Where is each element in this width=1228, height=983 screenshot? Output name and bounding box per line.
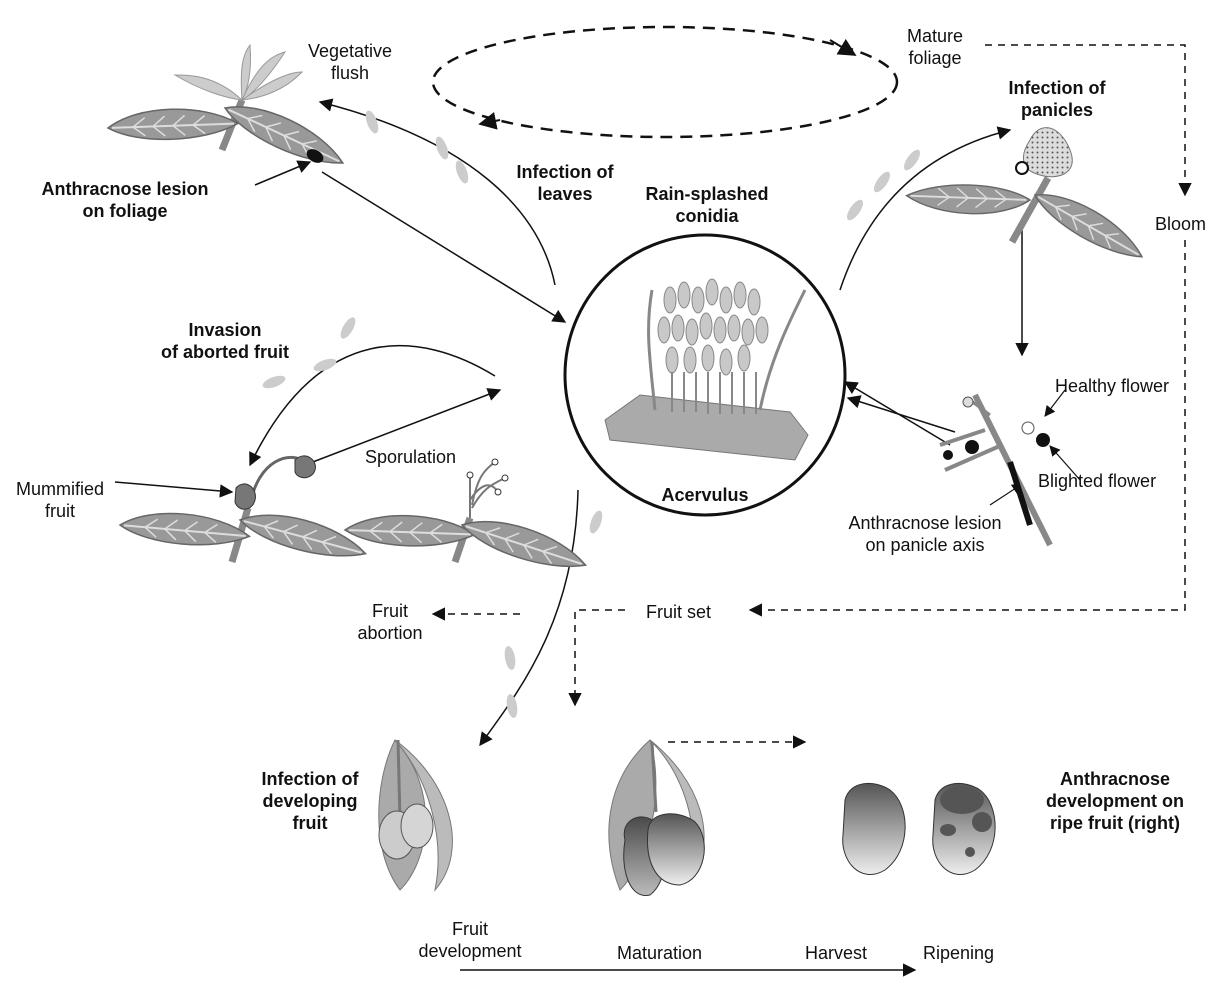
ripening-label: Ripening: [923, 942, 994, 964]
invasion-of-aborted-fruit-label: Invasion of aborted fruit: [145, 319, 305, 363]
diseased-ripe-fruit-icon: [933, 783, 995, 874]
fruit-set-label: Fruit set: [646, 601, 711, 623]
ripe-fruit-development-label: Anthracnose development on ripe fruit (r…: [1025, 768, 1205, 834]
rain-splashed-conidia-label: Rain-splashed conidia: [617, 183, 797, 227]
sporulation-label: Sporulation: [365, 446, 456, 468]
lesion-on-panicle-axis-label: Anthracnose lesion on panicle axis: [825, 512, 1025, 556]
developing-fruit-icon: [379, 740, 453, 890]
healthy-flower-label: Healthy flower: [1055, 375, 1169, 397]
infection-of-developing-fruit-label: Infection of developing fruit: [240, 768, 380, 834]
dashed-cycle-ellipse: [433, 27, 897, 137]
ripe-fruit-icon: [843, 783, 905, 874]
maturing-fruit-icon: [609, 740, 704, 896]
mummified-fruit-shoot-icon: [119, 456, 370, 567]
dashed-path-to-fruit: [575, 610, 625, 705]
infection-of-panicles-label: Infection of panicles: [992, 77, 1122, 121]
fruit-abortion-label: Fruit abortion: [345, 600, 435, 644]
bloom-label: Bloom: [1155, 213, 1206, 235]
vegetative-flush-label: Vegetative flush: [295, 40, 405, 84]
mature-foliage-label: Mature foliage: [890, 25, 980, 69]
acervulus-circle: [565, 235, 845, 515]
mummified-fruit-label: Mummified fruit: [5, 478, 115, 522]
maturation-label: Maturation: [617, 942, 702, 964]
infection-of-leaves-label: Infection of leaves: [495, 161, 635, 205]
lesion-on-foliage-label: Anthracnose lesion on foliage: [25, 178, 225, 222]
acervulus-label: Acervulus: [640, 484, 770, 506]
panicle-shoot-icon: [906, 128, 1150, 268]
fruit-development-label: Fruit development: [400, 918, 540, 962]
harvest-label: Harvest: [805, 942, 867, 964]
sporulation-shoot-icon: [345, 459, 591, 578]
blighted-flower-label: Blighted flower: [1038, 470, 1156, 492]
